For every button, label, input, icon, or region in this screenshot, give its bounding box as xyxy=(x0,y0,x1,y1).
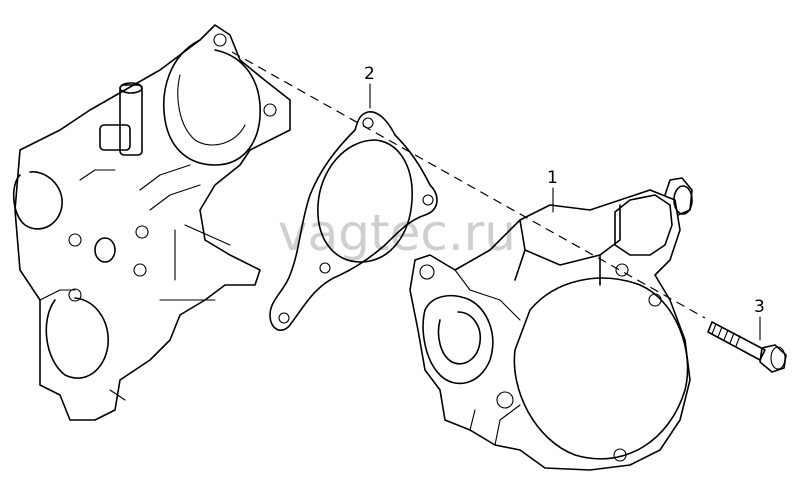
callout-3: 3 xyxy=(754,297,765,341)
callout-2-label: 2 xyxy=(364,64,375,84)
callout-2: 2 xyxy=(364,64,375,109)
bolt-part-3 xyxy=(707,321,787,373)
gasket-part-2 xyxy=(269,111,438,331)
engine-block xyxy=(12,24,291,421)
vacuum-pump-part-1 xyxy=(409,177,693,471)
callout-1: 1 xyxy=(547,168,558,213)
alignment-line xyxy=(231,51,706,319)
callout-3-label: 3 xyxy=(754,297,765,317)
callout-1-label: 1 xyxy=(547,168,558,188)
